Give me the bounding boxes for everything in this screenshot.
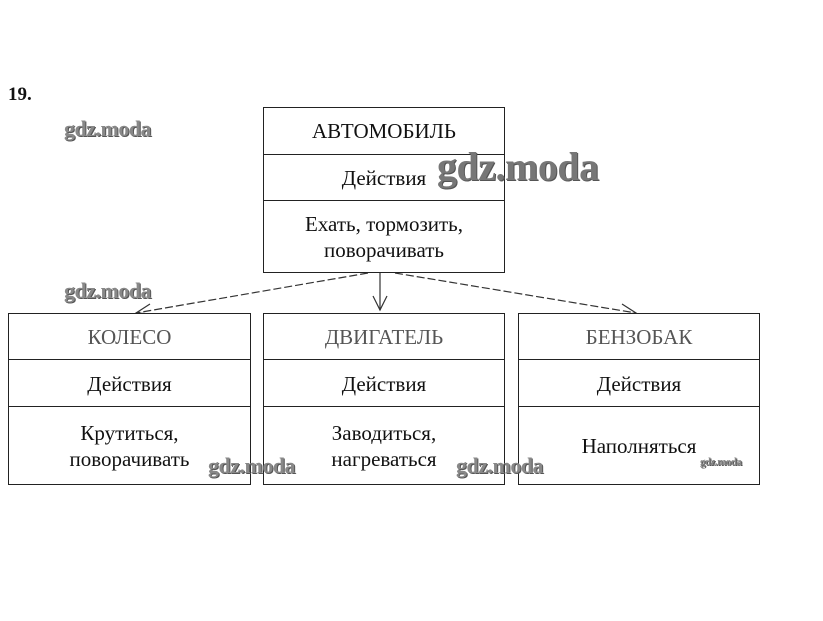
child-section: Действия <box>264 359 504 407</box>
watermark: gdz.moda <box>437 144 599 189</box>
root-class-box: АВТОМОБИЛЬ Действия Ехать, тормозить, по… <box>263 107 505 273</box>
child-title: ДВИГАТЕЛЬ <box>324 324 444 349</box>
watermark: gdz.moda <box>456 453 544 478</box>
arrow-to-benzobak <box>394 272 637 314</box>
watermark: gdz.moda <box>64 116 152 141</box>
child-section: Действия <box>519 359 759 407</box>
root-section: Действия <box>264 154 504 201</box>
watermark: gdz.moda <box>208 453 296 478</box>
child-actions: Заводиться, нагреваться <box>264 406 504 484</box>
arrow-to-koleso <box>135 272 369 314</box>
child-actions: Наполняться <box>519 406 759 484</box>
child-box-dvigatel: ДВИГАТЕЛЬ Действия Заводиться, нагревать… <box>263 313 505 485</box>
child-title: КОЛЕСО <box>87 324 172 349</box>
child-section: Действия <box>9 359 250 407</box>
watermark: gdz.moda <box>700 456 742 468</box>
watermark: gdz.moda <box>64 278 152 303</box>
root-title: АВТОМОБИЛЬ <box>312 119 456 143</box>
child-title: БЕНЗОБАК <box>585 324 693 349</box>
task-number: 19. <box>8 84 32 105</box>
child-box-koleso: КОЛЕСО Действия Крутиться, поворачивать <box>8 313 251 485</box>
child-actions: Крутиться, поворачивать <box>9 406 250 484</box>
child-box-benzobak: БЕНЗОБАК Действия Наполняться <box>518 313 760 485</box>
root-actions: Ехать, тормозить, поворачивать <box>264 200 504 272</box>
